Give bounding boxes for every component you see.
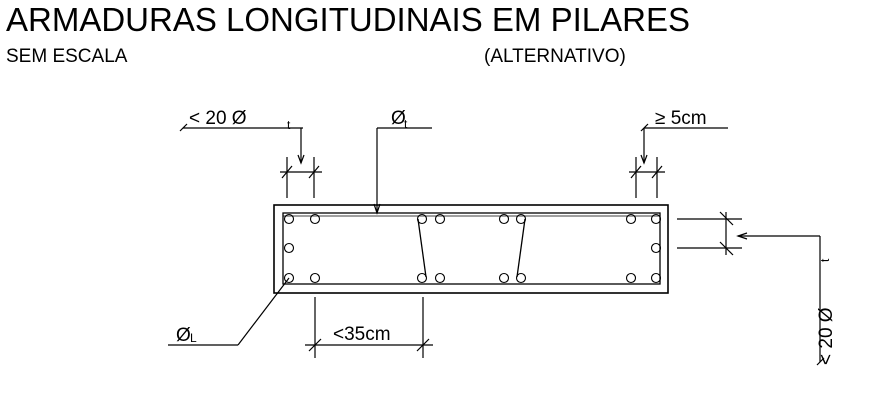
bar xyxy=(283,272,295,284)
scale-note: SEM ESCALA xyxy=(6,46,128,67)
cover-dimension-top-right xyxy=(629,123,728,198)
spacing-max-subscript: t xyxy=(287,118,291,132)
bar xyxy=(498,272,510,284)
bar xyxy=(283,213,295,225)
tie-bar xyxy=(516,218,526,278)
drawing-title: ARMADURAS LONGITUDINAIS EM PILARES xyxy=(6,1,690,38)
bar-leader xyxy=(168,277,290,346)
bar xyxy=(498,213,510,225)
stirrup xyxy=(282,212,661,285)
bar-label: Ø xyxy=(176,325,191,346)
bar xyxy=(309,213,321,225)
side-spacing-subscript: t xyxy=(818,258,832,262)
bar xyxy=(650,213,662,225)
bar xyxy=(416,213,428,225)
bar xyxy=(650,272,662,284)
bar xyxy=(625,272,637,284)
cover-label: ≥ 5cm xyxy=(655,108,707,129)
bar xyxy=(309,272,321,284)
column-outline xyxy=(273,204,669,294)
bar xyxy=(650,242,662,254)
span-dimension-bottom xyxy=(305,297,433,358)
tie-bar xyxy=(417,218,427,278)
spacing-max-label: < 20 Ø xyxy=(189,108,247,129)
bar xyxy=(515,272,527,284)
variant-note: (ALTERNATIVO) xyxy=(484,46,626,67)
bar xyxy=(434,213,446,225)
longitudinal-bars xyxy=(283,213,662,284)
spacing-dimension-top-left xyxy=(179,123,322,198)
stirrup-label: Ø xyxy=(391,108,406,129)
bar xyxy=(625,213,637,225)
spacing-dimension-right xyxy=(677,211,825,366)
side-spacing-label: < 20 Ø xyxy=(816,307,837,365)
bar xyxy=(283,242,295,254)
bar xyxy=(434,272,446,284)
span-label: <35cm xyxy=(333,324,391,345)
bar-subscript: L xyxy=(190,331,197,345)
stirrup-leader xyxy=(373,127,432,215)
stirrup-subscript: t xyxy=(404,117,408,131)
bar xyxy=(515,213,527,225)
bar xyxy=(416,272,428,284)
